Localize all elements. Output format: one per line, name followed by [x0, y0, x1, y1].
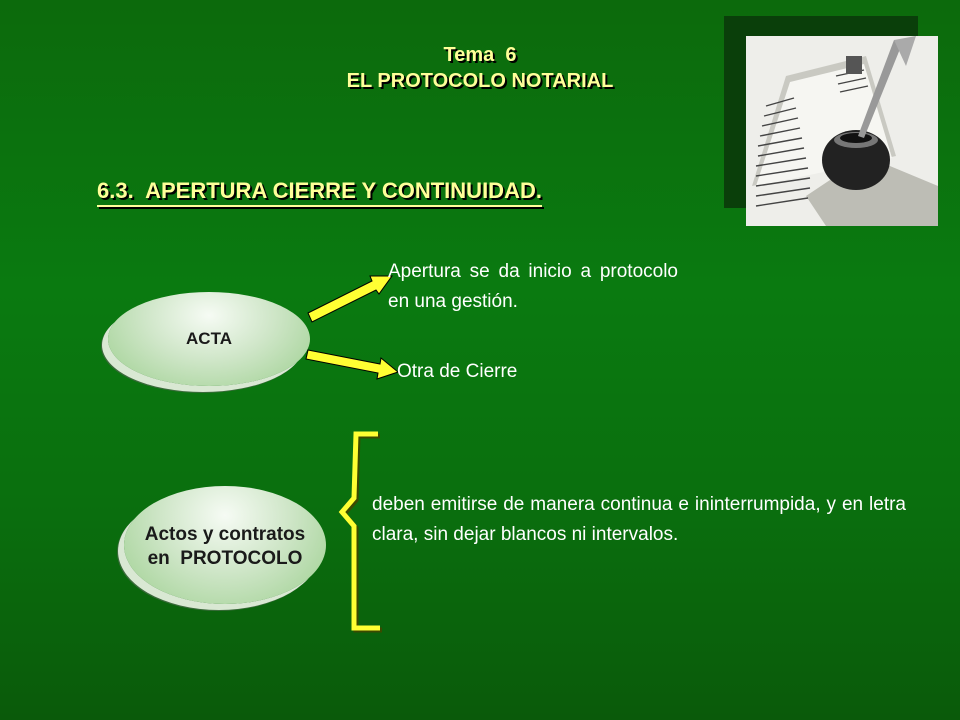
apertura-text: Apertura se da inicio a protocolo en una…: [388, 261, 678, 312]
arrow-to-cierre: [305, 349, 400, 380]
acta-label: ACTA: [186, 329, 232, 348]
actos-label-line2: en PROTOCOLO: [147, 548, 303, 569]
quill-and-book-icon: [746, 36, 938, 226]
topic-number: Tema 6: [443, 44, 517, 66]
topic-title: EL PROTOCOLO NOTARIAL: [346, 70, 614, 92]
continuity-text: deben emitirse de manera continua e inin…: [372, 494, 906, 545]
acta-oval: ACTA: [108, 292, 310, 386]
cierre-text: Otra de Cierre: [397, 361, 518, 382]
section-heading-text: 6.3. APERTURA CIERRE Y CONTINUIDAD.: [97, 178, 542, 203]
brace-line: [338, 431, 380, 631]
arrow-to-apertura: [307, 275, 393, 323]
heading-underline: [97, 205, 542, 207]
slide-title: Tema 6 EL PROTOCOLO NOTARIAL: [270, 42, 690, 94]
actos-oval: Actos y contratos en PROTOCOLO: [124, 486, 326, 604]
section-heading: 6.3. APERTURA CIERRE Y CONTINUIDAD.: [97, 178, 542, 207]
actos-label-line1: Actos y contratos: [144, 524, 306, 545]
